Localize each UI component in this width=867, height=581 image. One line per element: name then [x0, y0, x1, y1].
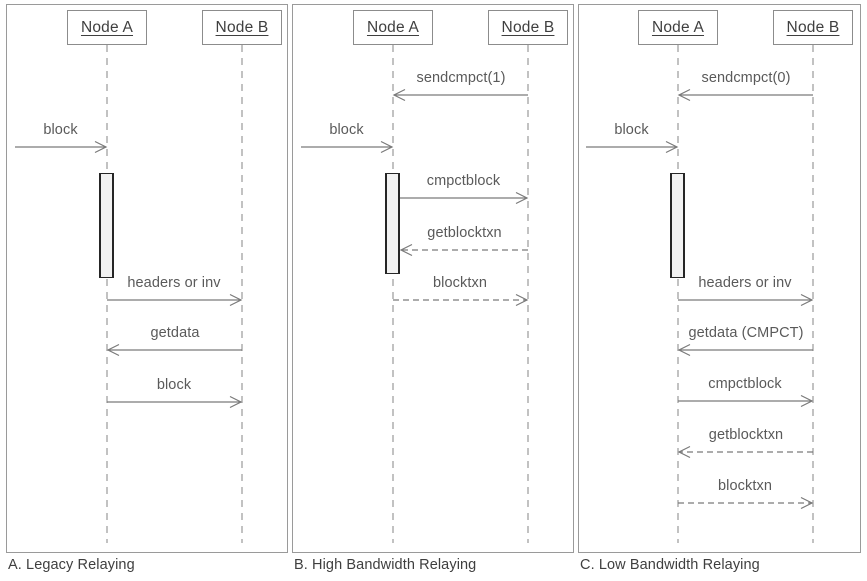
- message-label-b-1: block: [329, 122, 364, 138]
- message-label-b-2: cmpctblock: [426, 173, 501, 189]
- actor-label: Node B: [501, 18, 555, 36]
- message-label-c-4: cmpctblock: [708, 376, 782, 392]
- actor-box-c-node-a: Node A: [638, 10, 718, 45]
- panel-a-caption: A. Legacy Relaying: [8, 557, 135, 573]
- actor-label: Node A: [80, 18, 134, 36]
- panel-legacy-relaying: [6, 4, 288, 553]
- message-label-a-0: block: [43, 122, 78, 138]
- actor-box-a-node-a: Node A: [67, 10, 147, 45]
- message-label-c-2: headers or inv: [698, 275, 792, 291]
- message-label-a-1: headers or inv: [127, 275, 221, 291]
- panel-b-caption: B. High Bandwidth Relaying: [294, 557, 477, 573]
- message-label-b-0: sendcmpct(1): [416, 70, 506, 86]
- message-label-b-3: getblocktxn: [427, 225, 502, 241]
- message-label-a-3: block: [156, 377, 192, 393]
- message-label-c-1: block: [614, 122, 649, 138]
- message-label-c-0: sendcmpct(0): [701, 70, 791, 86]
- activation-bar-b: [385, 173, 400, 274]
- message-label-a-2: getdata: [150, 325, 200, 341]
- activation-bar-c: [670, 173, 685, 278]
- actor-label: Node B: [215, 18, 269, 36]
- activation-bar-a: [99, 173, 114, 278]
- message-label-c-3: getdata (CMPCT): [688, 325, 804, 341]
- message-label-c-6: blocktxn: [718, 478, 772, 494]
- actor-box-b-node-b: Node B: [488, 10, 568, 45]
- panel-c-caption: C. Low Bandwidth Relaying: [580, 557, 760, 573]
- actor-box-b-node-a: Node A: [353, 10, 433, 45]
- actor-box-c-node-b: Node B: [773, 10, 853, 45]
- message-label-c-5: getblocktxn: [708, 427, 784, 443]
- message-label-b-4: blocktxn: [433, 275, 487, 291]
- actor-label: Node B: [786, 18, 840, 36]
- actor-label: Node A: [651, 18, 705, 36]
- actor-box-a-node-b: Node B: [202, 10, 282, 45]
- actor-label: Node A: [366, 18, 420, 36]
